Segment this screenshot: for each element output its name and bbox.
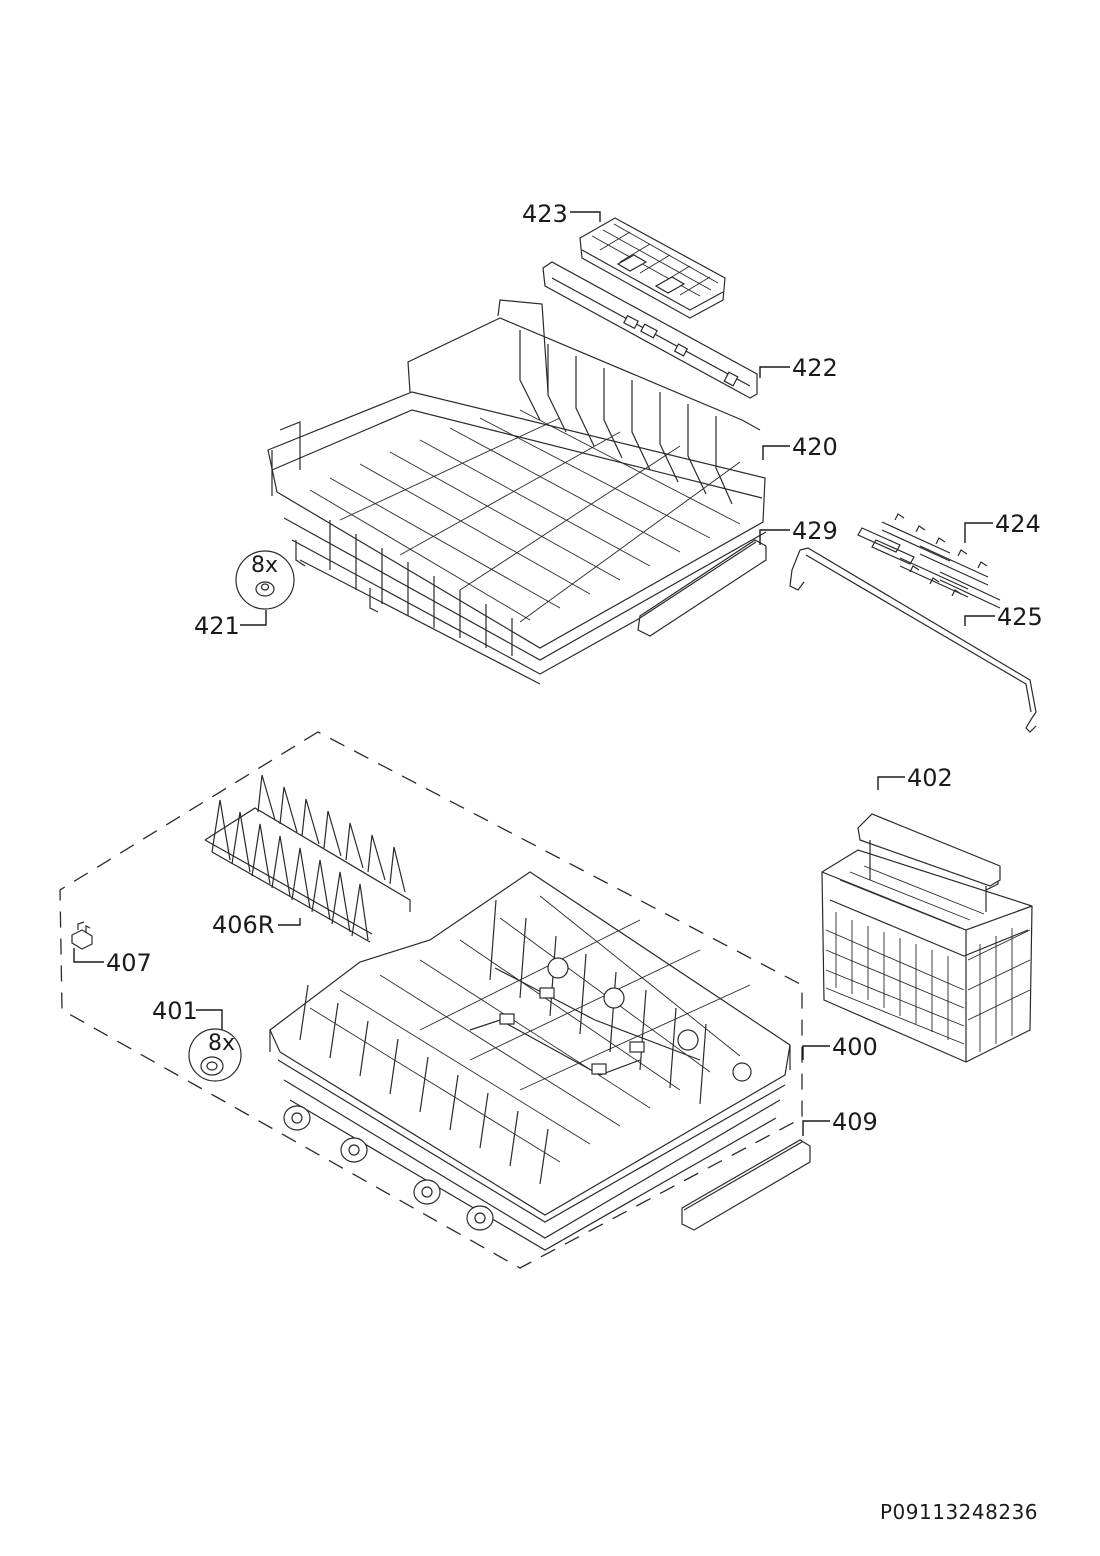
part-421-wheel-detail[interactable]	[235, 550, 295, 610]
callout-422: 422	[792, 354, 838, 382]
lower-basket-assembly-outline	[59, 731, 803, 1269]
part-424-clips[interactable]	[857, 513, 1001, 609]
callout-423: 423	[522, 200, 568, 228]
callout-labels: 423 422 420 429 424 425 421 8x 402 406R …	[106, 200, 1043, 1136]
part-429-handle[interactable]	[637, 539, 767, 637]
callout-401-quantity: 8x	[208, 1031, 235, 1056]
callout-402: 402	[907, 764, 953, 792]
part-420-upper-basket[interactable]	[267, 299, 767, 685]
part-400-lower-basket[interactable]	[269, 871, 791, 1251]
callout-424: 424	[995, 510, 1041, 538]
callout-429: 429	[792, 517, 838, 545]
part-425-wire-rod[interactable]	[789, 547, 1037, 733]
drawing-number: P09113248236	[880, 1500, 1039, 1524]
callout-425: 425	[997, 603, 1043, 631]
part-422-rail[interactable]	[542, 261, 758, 399]
lower-basket-wheels	[283, 1105, 494, 1231]
callout-406r: 406R	[212, 911, 274, 939]
part-402-cutlery-basket[interactable]	[821, 813, 1033, 1063]
part-407-clip[interactable]	[71, 921, 93, 950]
callout-401: 401	[152, 997, 198, 1025]
part-406r-plate-rack[interactable]	[204, 774, 411, 943]
callout-421-quantity: 8x	[251, 553, 278, 578]
callout-420: 420	[792, 433, 838, 461]
part-401-wheel-detail[interactable]	[188, 1028, 242, 1082]
leader-lines	[73, 211, 995, 1136]
callout-409: 409	[832, 1108, 878, 1136]
callout-421: 421	[194, 612, 240, 640]
callout-400: 400	[832, 1033, 878, 1061]
callout-407: 407	[106, 949, 152, 977]
part-409-handle[interactable]	[681, 1139, 811, 1231]
part-423-tray-insert[interactable]	[579, 217, 726, 319]
